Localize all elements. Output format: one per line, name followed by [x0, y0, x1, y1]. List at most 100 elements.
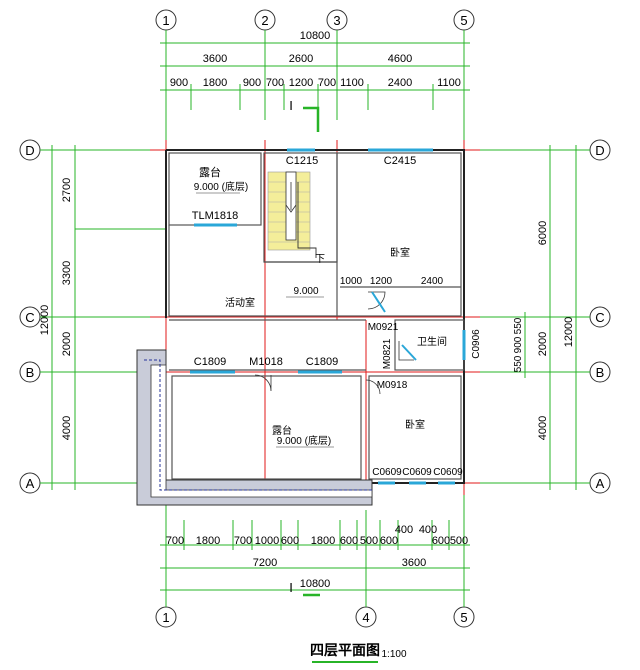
axis-label: 2: [261, 13, 268, 28]
side-axis-markers: D C B A D C B A: [19, 139, 611, 494]
window-code: C0609: [433, 467, 463, 478]
dim-text: 7200: [253, 557, 277, 569]
dim-text: 1000: [255, 535, 279, 547]
window-code: C1215: [286, 155, 318, 167]
dim-text: 700: [234, 535, 252, 547]
section-mark-bottom: I: [289, 580, 293, 595]
window-code: C0609: [372, 467, 402, 478]
axis-label: D: [595, 143, 604, 158]
dim-text: 1800: [196, 535, 220, 547]
top-axis-markers: 1 2 3 5: [155, 9, 475, 31]
plan-title: 四层平面图: [310, 643, 380, 659]
bottom-dimensions: 700 1800 700 1000 600 1800 600 500 600 6…: [160, 520, 470, 597]
dim-text: 1100: [340, 77, 364, 89]
door-code: M1018: [249, 356, 283, 368]
axis-label: B: [596, 365, 605, 380]
dim-text: 2600: [289, 53, 313, 65]
door-code: M0918: [377, 380, 408, 391]
dim-text: 700: [166, 535, 184, 547]
window-code: C1809: [194, 356, 226, 368]
axis-lines: [40, 30, 590, 607]
window-code: C0609: [402, 467, 432, 478]
room-activity: 活动室: [225, 296, 255, 309]
dim-text: 600: [432, 535, 450, 547]
room-bath: 卫生间: [417, 335, 447, 348]
staircase: [267, 171, 317, 258]
window-code: C2415: [384, 155, 416, 167]
dim-text: 4600: [388, 53, 412, 65]
parapet: [136, 349, 373, 506]
axis-label: 1: [162, 610, 169, 625]
dim-text: 2400: [421, 276, 444, 287]
stair-down-label: 下: [315, 254, 325, 265]
dim-text: 2400: [388, 77, 412, 89]
dim-text: 550: [513, 317, 524, 334]
dim-text: 1800: [311, 535, 335, 547]
dim-text: 600: [340, 535, 358, 547]
elevation-terrace-bottom: 9.000 (底层): [277, 434, 331, 447]
dim-text: 600: [380, 535, 398, 547]
dim-total: 10800: [300, 578, 331, 590]
room-bedroom-1: 卧室: [390, 246, 410, 259]
door-code: M0921: [368, 322, 399, 333]
bottom-axis-markers: 1 4 5: [155, 606, 475, 628]
dim-text: 1800: [203, 77, 227, 89]
dim-text: 3600: [203, 53, 227, 65]
top-dimensions: 10800 3600 2600 4600 900 1800 900 700 12…: [160, 30, 470, 132]
dim-text: 1000: [340, 276, 363, 287]
room-bedroom-2: 卧室: [405, 418, 425, 431]
axis-label: C: [595, 310, 604, 325]
dim-text: 1200: [289, 77, 313, 89]
dim-text: 4000: [537, 416, 549, 440]
room-terrace-bottom: 露台: [272, 424, 292, 437]
windows: [190, 148, 466, 485]
room-labels: 露台 9.000 (底层) C1215 C2415 TLM1818 卧室 下 活…: [192, 155, 482, 478]
walls: [165, 149, 465, 484]
dim-text: 550: [513, 355, 524, 372]
axis-label: 1: [162, 13, 169, 28]
dim-text: 900: [170, 77, 188, 89]
window-code: C0906: [471, 329, 482, 359]
plan-scale: 1:100: [381, 649, 406, 660]
door-code: M0821: [382, 338, 393, 369]
axis-label: C: [25, 310, 34, 325]
dim-text: 6000: [537, 221, 549, 245]
dim-text: 500: [450, 535, 468, 547]
axis-label: D: [25, 143, 34, 158]
dim-text: 3600: [402, 557, 426, 569]
dim-text: 600: [281, 535, 299, 547]
dim-text: 2000: [537, 332, 549, 356]
section-mark-top: I: [289, 98, 293, 113]
left-dimensions: 12000 2700 3300 2000 4000: [39, 145, 166, 490]
dim-text: 12000: [563, 317, 575, 348]
window-code: C1809: [306, 356, 338, 368]
dim-text: 12000: [39, 305, 51, 336]
axis-label: A: [596, 476, 605, 491]
elevation-mark: 9.000: [293, 286, 318, 297]
section-arrow: [303, 106, 320, 132]
dim-text: 700: [318, 77, 336, 89]
room-terrace-top: 露台: [199, 165, 221, 179]
dim-text: 4000: [61, 416, 73, 440]
axis-label: 5: [460, 13, 467, 28]
dim-text: 500: [360, 535, 378, 547]
elevation-terrace-top: 9.000 (底层): [194, 180, 248, 193]
dim-text: 1200: [370, 276, 393, 287]
axis-label: 3: [333, 13, 340, 28]
dim-total: 10800: [300, 30, 331, 42]
dim-text: 900: [513, 336, 524, 353]
drawing-title: 四层平面图 1:100: [310, 643, 407, 663]
doors: [254, 291, 417, 395]
dim-text: 900: [243, 77, 261, 89]
dim-text: 400: [395, 524, 413, 536]
dim-text: 1100: [437, 77, 461, 89]
axis-label: B: [26, 365, 35, 380]
axis-label: 4: [362, 610, 369, 625]
axis-label: 5: [460, 610, 467, 625]
dim-text: 400: [419, 524, 437, 536]
right-dimensions: 6000 2000 4000 12000 550 900 550: [513, 145, 577, 490]
door-code: TLM1818: [192, 210, 238, 222]
dim-text: 2700: [61, 178, 73, 202]
dim-text: 3300: [61, 261, 73, 285]
